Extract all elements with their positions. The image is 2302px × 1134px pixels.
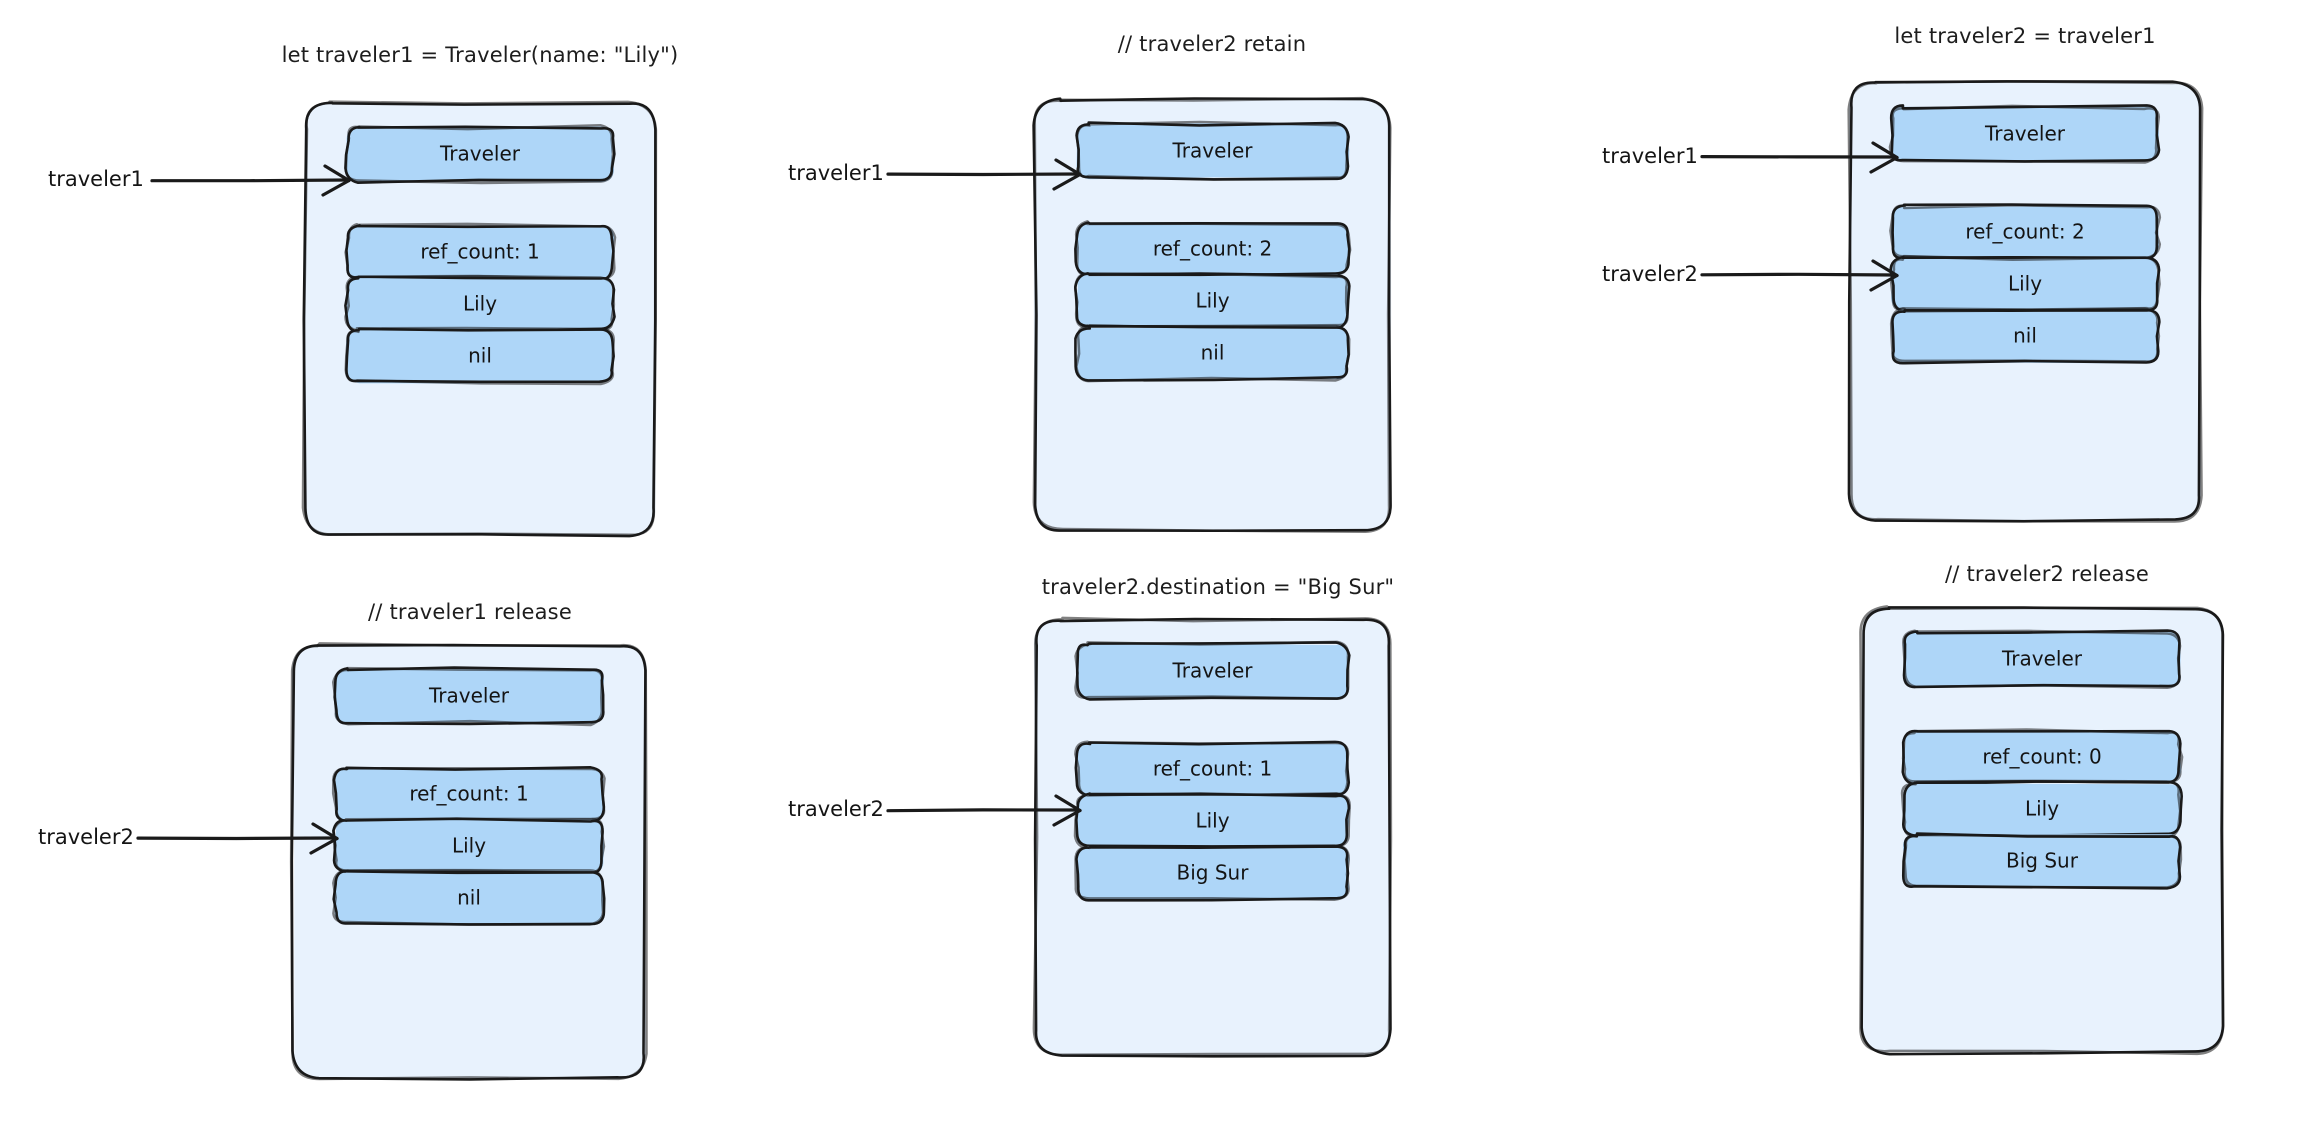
panel-6-slot-0: ref_count: 0 — [1901, 728, 2184, 786]
panel-1-arrow-traveler1 — [150, 164, 351, 197]
panel-6-slot-header-label: Traveler — [2001, 647, 2083, 671]
panel-3-title: let traveler2 = traveler1 — [1894, 24, 2155, 48]
panel-3-slot-0: ref_count: 2 — [1889, 203, 2162, 261]
panel-1-slot-1: Lily — [344, 274, 616, 333]
panel-3-slot-header: Traveler — [1888, 104, 2161, 164]
panel-2-slot-header-label: Traveler — [1172, 139, 1254, 163]
panel-3-pointer-label-traveler1: traveler1 — [1602, 144, 1698, 168]
panel-6-slot-header: Traveler — [1902, 629, 2182, 690]
panel-1-slot-0: ref_count: 1 — [344, 222, 617, 281]
panel-5-pointer-traveler2: traveler2 — [788, 794, 1082, 827]
panel-6-slot-2: Big Sur — [1901, 832, 2183, 890]
panel-6-slot-1: Lily — [1900, 780, 2183, 838]
panel-4-slot-header: Traveler — [331, 666, 605, 727]
panel-6-title: // traveler2 release — [1945, 562, 2149, 586]
panel-4-arrow-traveler2 — [136, 822, 339, 855]
panel-3-slot-header-label: Traveler — [1984, 122, 2066, 146]
panel-5-slot-1: Lily — [1073, 792, 1352, 849]
panel-2-arrow-traveler1 — [886, 158, 1082, 191]
panel-6-slot-0-label: ref_count: 0 — [1982, 745, 2101, 769]
panel-4-pointer-traveler2: traveler2 — [38, 822, 339, 855]
panel-3-pointer-traveler1: traveler1 — [1602, 141, 1899, 174]
panel-2-pointer-label-traveler1: traveler1 — [788, 161, 884, 185]
panel-2-slot-1: Lily — [1073, 272, 1351, 330]
panel-3-slot-2: nil — [1889, 307, 2161, 365]
panel-6-slot-2-label: Big Sur — [2006, 849, 2079, 873]
panel-2-slot-2: nil — [1074, 324, 1351, 383]
panel-4-slot-2-label: nil — [457, 886, 481, 910]
panel-5-slot-1-label: Lily — [1195, 809, 1229, 833]
panel-4-pointer-label-traveler2: traveler2 — [38, 825, 134, 849]
panel-1-slot-2: nil — [344, 326, 615, 386]
panel-3-slot-0-label: ref_count: 2 — [1965, 220, 2084, 244]
panel-4-slot-1: Lily — [331, 817, 606, 875]
panel-5-pointer-label-traveler2: traveler2 — [788, 797, 884, 821]
panel-4-slot-1-label: Lily — [452, 834, 486, 858]
panel-3-arrow-traveler2 — [1700, 259, 1899, 292]
panel-5: traveler2.destination = "Big Sur" Travele… — [788, 575, 1395, 1058]
panel-3-arrow-traveler1 — [1700, 141, 1899, 174]
panel-1-slot-0-label: ref_count: 1 — [420, 240, 539, 264]
panel-4-slot-2: nil — [332, 868, 606, 926]
panel-3-slot-1-label: Lily — [2008, 272, 2042, 296]
panel-4-title: // traveler1 release — [368, 600, 572, 624]
panel-2-title: // traveler2 retain — [1118, 32, 1306, 56]
panel-1-title: let traveler1 = Traveler(name: "Lily") — [282, 43, 679, 67]
panel-5-slot-0-label: ref_count: 1 — [1153, 757, 1272, 781]
panel-3-pointer-label-traveler2: traveler2 — [1602, 262, 1698, 286]
panel-5-title: traveler2.destination = "Big Sur" — [1042, 575, 1395, 599]
panel-1: let traveler1 = Traveler(name: "Lily") Tr… — [48, 43, 679, 538]
panel-5-slot-header: Traveler — [1074, 640, 1351, 701]
panel-2-slot-0: ref_count: 2 — [1074, 220, 1352, 278]
panel-4-slot-0-label: ref_count: 1 — [409, 782, 528, 806]
panel-1-pointer-label-traveler1: traveler1 — [48, 167, 144, 191]
panel-4-slot-header-label: Traveler — [428, 684, 510, 708]
panel-2-pointer-traveler1: traveler1 — [788, 158, 1082, 191]
panel-1-slot-header: Traveler — [344, 123, 616, 185]
panel-2-slot-1-label: Lily — [1195, 289, 1229, 313]
panel-4-slot-0: ref_count: 1 — [331, 766, 606, 823]
panel-2-slot-header: Traveler — [1075, 120, 1350, 181]
panel-2-slot-2-label: nil — [1201, 341, 1225, 365]
panel-5-arrow-traveler2 — [886, 794, 1082, 827]
panel-3-slot-2-label: nil — [2013, 324, 2037, 348]
panel-1-slot-header-label: Traveler — [439, 142, 521, 166]
panel-1-slot-1-label: Lily — [463, 292, 497, 316]
panel-3-slot-1: Lily — [1889, 255, 2161, 312]
panel-5-slot-2-label: Big Sur — [1177, 861, 1250, 885]
panel-5-slot-header-label: Traveler — [1172, 659, 1254, 683]
panel-1-slot-2-label: nil — [468, 344, 492, 368]
panel-3-pointer-traveler2: traveler2 — [1602, 259, 1899, 292]
panel-6-slot-1-label: Lily — [2025, 797, 2059, 821]
panel-5-slot-0: ref_count: 1 — [1074, 740, 1351, 798]
panel-5-slot-2: Big Sur — [1074, 844, 1350, 902]
panel-1-pointer-traveler1: traveler1 — [48, 164, 351, 197]
panel-2-slot-0-label: ref_count: 2 — [1153, 237, 1272, 261]
